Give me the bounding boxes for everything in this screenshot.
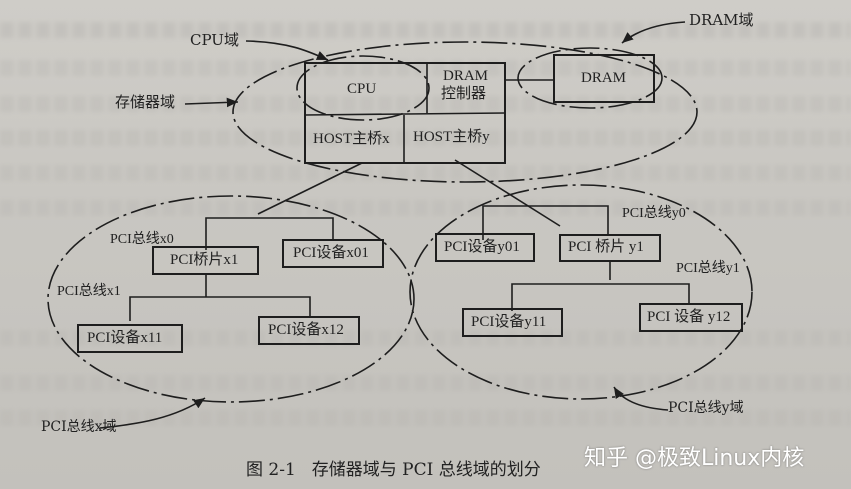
- zhihu-watermark: 知乎 @极致Linux内核: [584, 446, 805, 471]
- pci-x-domain-ellipse: [47, 195, 415, 403]
- bleed-through-text-row: [0, 60, 851, 76]
- pci-bus-y1-label: PCI总线y1: [676, 261, 740, 276]
- pci-bus-y0-label: PCI总线y0: [622, 206, 686, 221]
- bleed-through-text-row: [0, 375, 851, 391]
- pci-device-y11: PCI设备y11: [471, 314, 547, 330]
- memory-domain-ellipse: [232, 41, 698, 183]
- figure-title: 存储器域与 PCI 总线域的划分: [311, 460, 541, 480]
- bleed-through-text-row: [0, 96, 851, 112]
- bleed-through-text-row: [0, 165, 851, 181]
- host-bridge-y: HOST主桥y: [413, 129, 490, 145]
- pci-y-domain-label: PCI总线y域: [668, 400, 744, 416]
- memory-domain-label: 存储器域: [115, 93, 176, 111]
- pci-bridge-x1: PCI桥片x1: [170, 252, 239, 268]
- bleed-through-text-row: [0, 200, 851, 216]
- cpu-block: CPU: [347, 81, 377, 97]
- pci-device-x11: PCI设备x11: [87, 330, 163, 346]
- pci-bus-x0-label: PCI总线x0: [110, 232, 174, 247]
- pci-bridge-y1: PCI 桥片 y1: [568, 239, 644, 255]
- dram-controller-line1: DRAM: [443, 68, 489, 84]
- bleed-through-text-row: [0, 330, 851, 346]
- pci-bus-x1-label: PCI总线x1: [57, 284, 121, 299]
- pci-y-domain-ellipse: [409, 184, 753, 400]
- pci-device-x12: PCI设备x12: [268, 322, 344, 338]
- cpu-domain-label: CPU域: [190, 31, 239, 49]
- dram-block: DRAM: [581, 70, 627, 86]
- figure-number: 图 2-1: [246, 460, 296, 480]
- pci-device-y12: PCI 设备 y12: [647, 309, 731, 325]
- host-bridge-x: HOST主桥x: [313, 131, 390, 147]
- bleed-through-text-row: [0, 22, 851, 38]
- dram-domain-ellipse: [517, 47, 663, 109]
- figure-caption: 图 2-1 存储器域与 PCI 总线域的划分: [246, 455, 557, 480]
- pci-device-x01: PCI设备x01: [293, 245, 369, 261]
- bleed-through-text-row: [0, 130, 851, 146]
- bleed-through-text-row: [0, 410, 851, 426]
- pci-x-domain-label: PCI总线x域: [41, 419, 117, 435]
- dram-domain-label: DRAM域: [689, 11, 754, 29]
- pci-device-y01: PCI设备y01: [444, 239, 520, 255]
- cpu-domain-ellipse: [296, 55, 430, 121]
- dram-controller-line2: 控制器: [441, 86, 487, 102]
